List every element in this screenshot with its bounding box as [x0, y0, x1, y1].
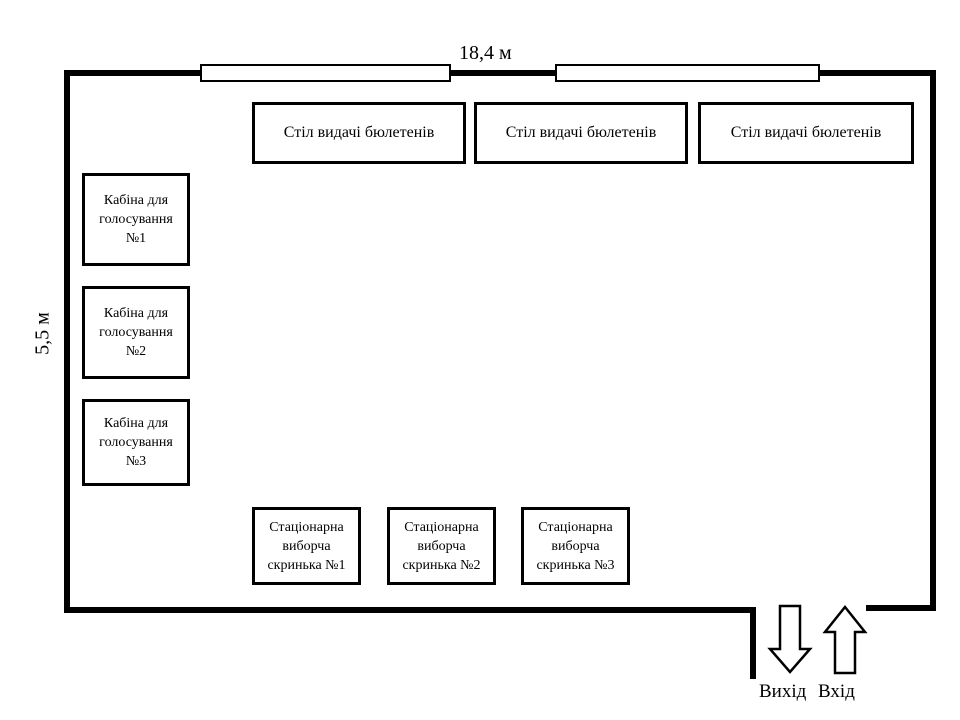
urn-label-line1: Стаціонарна: [269, 519, 344, 535]
urn-label-line1: Стаціонарна: [404, 519, 479, 535]
room-width-label: 18,4 м: [459, 42, 512, 64]
booth-label-line3: №3: [125, 454, 147, 469]
exit-arrow-down-icon: [767, 604, 813, 674]
ballot-desk-1: Стіл видачі бюлетенів: [252, 102, 466, 164]
ballot-box-1: Стаціонарна виборча скринька №1: [252, 507, 361, 585]
wall-top-left: [64, 70, 202, 76]
booth-label-line1: Кабіна для: [103, 193, 169, 208]
urn-label-line2: виборча: [551, 538, 600, 554]
ballot-box-2: Стаціонарна виборча скринька №2: [387, 507, 496, 585]
window-1: [200, 64, 451, 82]
ballot-desk-label: Стіл видачі бюлетенів: [730, 124, 882, 141]
booth-label-line1: Кабіна для: [103, 416, 169, 431]
urn-label-line3: скринька №3: [536, 557, 615, 573]
urn-label-line2: виборча: [282, 538, 331, 554]
urn-label-line3: скринька №2: [402, 557, 481, 573]
window-2: [555, 64, 820, 82]
voting-booth-2: Кабіна для голосування №2: [82, 286, 190, 379]
wall-top-middle: [448, 70, 558, 76]
ballot-desk-3: Стіл видачі бюлетенів: [698, 102, 914, 164]
ballot-desk-label: Стіл видачі бюлетенів: [505, 124, 657, 141]
booth-label-line3: №2: [125, 344, 147, 359]
urn-label-line1: Стаціонарна: [538, 519, 613, 535]
wall-top-right: [818, 70, 936, 76]
wall-right: [930, 70, 936, 611]
wall-door-jamb: [750, 607, 756, 679]
entry-label: Вхід: [818, 681, 855, 702]
wall-bottom-left: [64, 607, 756, 613]
entry-arrow-up-icon: [822, 604, 868, 675]
wall-bottom-right: [866, 605, 936, 611]
booth-label-line2: голосування: [99, 212, 173, 227]
urn-label-line2: виборча: [417, 538, 466, 554]
voting-booth-1: Кабіна для голосування №1: [82, 173, 190, 266]
booth-label-line3: №1: [125, 231, 147, 246]
exit-label: Вихід: [759, 681, 807, 702]
room-height-label: 5,5 м: [31, 312, 54, 355]
booth-label-line2: голосування: [99, 435, 173, 450]
booth-label-line1: Кабіна для: [103, 306, 169, 321]
ballot-box-3: Стаціонарна виборча скринька №3: [521, 507, 630, 585]
wall-left: [64, 70, 70, 613]
ballot-desk-label: Стіл видачі бюлетенів: [283, 124, 435, 141]
voting-booth-3: Кабіна для голосування №3: [82, 399, 190, 486]
urn-label-line3: скринька №1: [267, 557, 346, 573]
booth-label-line2: голосування: [99, 325, 173, 340]
ballot-desk-2: Стіл видачі бюлетенів: [474, 102, 688, 164]
